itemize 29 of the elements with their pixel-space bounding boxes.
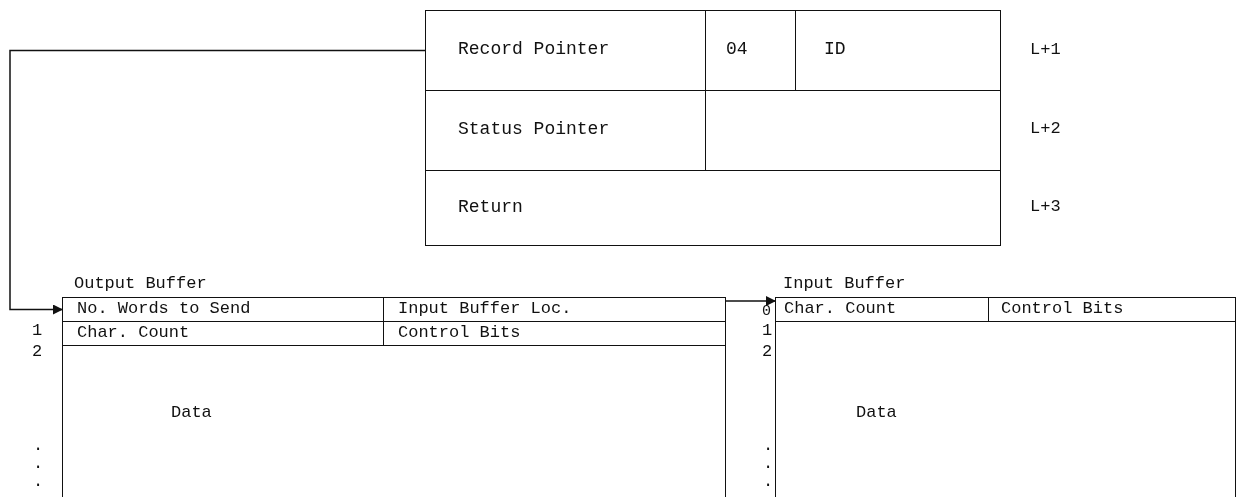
row-dot: . (763, 454, 774, 473)
row-dot: . (33, 436, 44, 455)
table-cell: Control Bits (383, 321, 726, 346)
table-cell: Return (425, 170, 1001, 246)
row-address: L+1 (1030, 40, 1061, 59)
row-number: 0 (762, 303, 771, 320)
data-area: Data (62, 345, 726, 497)
table-cell: ID (795, 10, 1001, 91)
row-address: L+2 (1030, 119, 1061, 138)
table-cell: Input Buffer Loc. (383, 297, 726, 322)
buffer-heading: Output Buffer (74, 274, 207, 293)
arrow (725, 296, 776, 306)
row-dot: . (33, 454, 44, 473)
table-cell: No. Words to Send (62, 297, 384, 322)
table-cell: Char. Count (62, 321, 384, 346)
row-dot: . (763, 436, 774, 455)
table-cell: Char. Count (775, 297, 989, 322)
row-dot: . (33, 472, 44, 491)
row-number: 1 (32, 321, 43, 340)
row-address: L+3 (1030, 197, 1061, 216)
buffer-heading: Input Buffer (783, 274, 906, 293)
row-number: 1 (762, 321, 773, 340)
row-dot: . (763, 472, 774, 491)
data-area: Data (775, 321, 1236, 497)
row-number: 2 (762, 342, 773, 361)
arrow (9, 49, 426, 315)
row-number: 2 (32, 342, 43, 361)
table-cell: Control Bits (988, 297, 1236, 322)
table-cell: Record Pointer (425, 10, 706, 91)
